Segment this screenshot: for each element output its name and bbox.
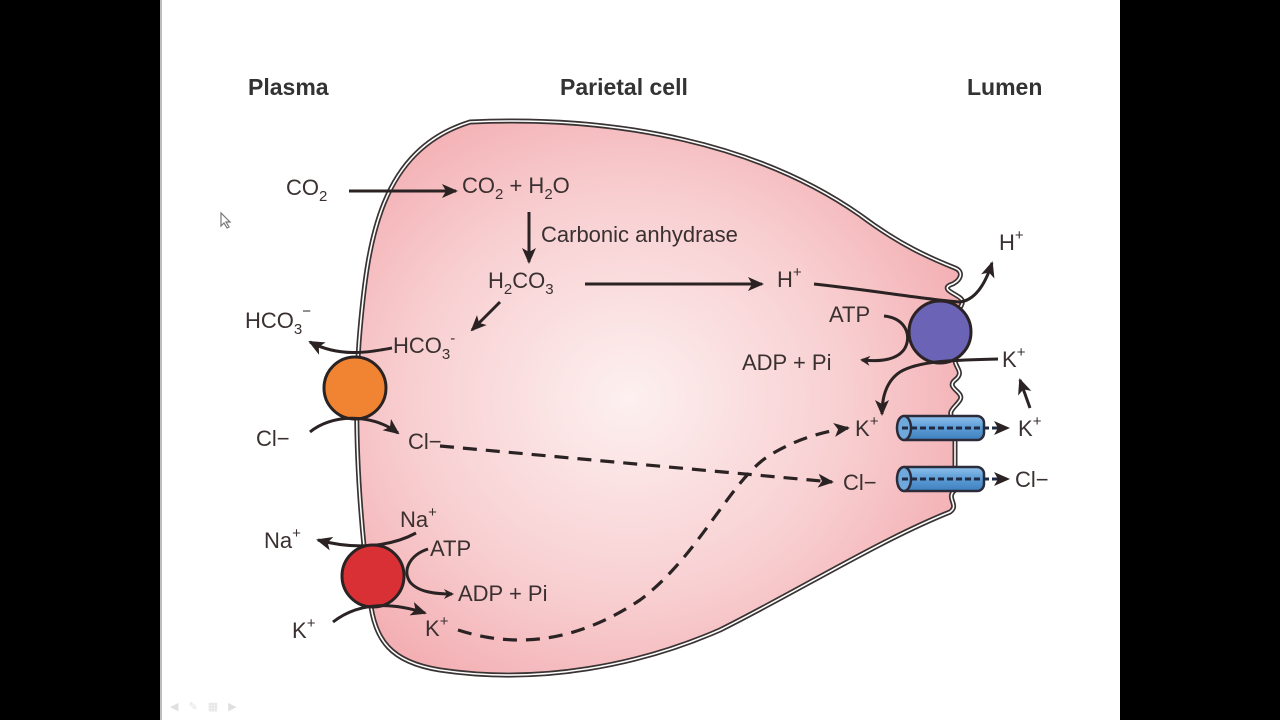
k-channel bbox=[895, 414, 1010, 442]
label-hco3-plasma: HCO3− bbox=[245, 303, 311, 338]
label-cl-plasma: Cl− bbox=[256, 426, 290, 451]
arrow-atp-hydrolysis-pump bbox=[860, 314, 910, 366]
cl-channel bbox=[895, 465, 1010, 493]
arrow-k-in-na-pump bbox=[332, 602, 427, 624]
label-k-cell-channel: K+ bbox=[855, 413, 879, 441]
previous-slide-icon[interactable]: ◀ bbox=[170, 701, 179, 713]
arrow-k-recycle bbox=[1018, 378, 1032, 409]
label-h-cell: H+ bbox=[777, 264, 802, 292]
dashed-arrow-cl-transport bbox=[439, 444, 834, 488]
label-cl-cell-channel: Cl− bbox=[843, 470, 877, 495]
label-na-plasma: Na+ bbox=[264, 525, 301, 553]
arrow-k-in-pump bbox=[875, 357, 999, 416]
label-h-lumen: H+ bbox=[999, 227, 1024, 255]
label-na-cell: Na+ bbox=[400, 504, 437, 532]
pen-icon[interactable]: ✎ bbox=[188, 701, 198, 713]
label-k-plasma: K+ bbox=[292, 615, 316, 643]
label-atp-na-pump: ATP bbox=[430, 536, 471, 561]
arrow-cl-in bbox=[309, 416, 400, 435]
label-hco3-cell: HCO3- bbox=[393, 330, 455, 363]
header-parietal-cell: Parietal cell bbox=[560, 74, 688, 100]
label-cl-cell: Cl− bbox=[408, 429, 442, 454]
label-co2-plasma: CO2 bbox=[286, 175, 327, 205]
label-h2co3: H2CO3 bbox=[488, 268, 554, 298]
dashed-arrow-k-transport bbox=[457, 423, 850, 642]
label-k-lumen-channel: K+ bbox=[1018, 413, 1042, 441]
label-k-lumen-pump: K+ bbox=[1002, 344, 1026, 372]
label-adp-proton-pump: ADP + Pi bbox=[742, 350, 831, 375]
label-atp-proton-pump: ATP bbox=[829, 302, 870, 327]
arrow-hco3-out bbox=[308, 340, 393, 355]
proton-pump-circle bbox=[907, 299, 973, 365]
label-cl-lumen-channel: Cl− bbox=[1015, 467, 1049, 492]
header-lumen: Lumen bbox=[967, 74, 1042, 100]
arrow-h2co3-to-hco3 bbox=[470, 300, 502, 332]
cell-membrane bbox=[354, 118, 965, 678]
label-co2-h2o: CO2 + H2O bbox=[462, 173, 570, 203]
anion-exchanger-circle bbox=[322, 355, 388, 421]
next-slide-icon[interactable]: ▶ bbox=[228, 701, 237, 713]
slides-grid-icon[interactable]: ▦ bbox=[207, 701, 219, 713]
label-adp-na-pump: ADP + Pi bbox=[458, 581, 547, 606]
label-carbonic-anhydrase: Carbonic anhydrase bbox=[541, 222, 738, 247]
mouse-cursor-icon bbox=[220, 211, 232, 229]
slide-border bbox=[160, 0, 162, 720]
na-k-pump-circle bbox=[340, 543, 406, 609]
slide-controls[interactable]: ◀ ✎ ▦ ▶ bbox=[170, 700, 237, 713]
header-plasma: Plasma bbox=[248, 74, 329, 100]
label-k-cell-na-pump: K+ bbox=[425, 613, 449, 641]
arrow-atp-hydrolysis-na bbox=[405, 547, 454, 599]
